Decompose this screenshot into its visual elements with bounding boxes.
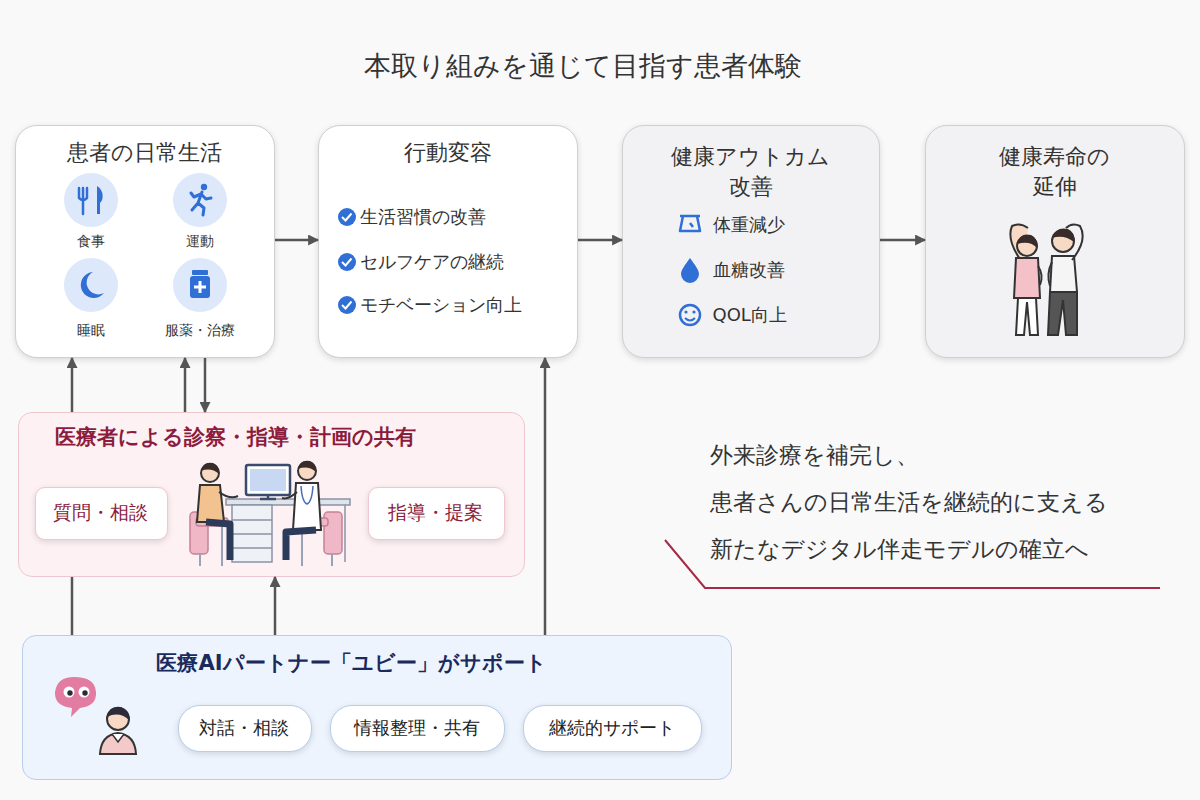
flow-arrow [71, 358, 74, 412]
icon-label: 食事 [46, 232, 136, 250]
icon-label: 運動 [155, 232, 245, 250]
outcome-item: QOL向上 [713, 303, 873, 326]
icon-label: 服薬・治療 [145, 321, 255, 339]
panel-box: 医療AIパートナー「ユビー」がサポート対話・相談情報整理・共有継続的サポート [22, 635, 732, 780]
flow-arrow [204, 358, 207, 412]
feature-pill: 情報整理・共有 [330, 705, 505, 752]
flow-arrow [544, 358, 547, 635]
check-item: モチベーション向上 [360, 293, 572, 316]
icon-label: 睡眠 [46, 321, 136, 339]
speech-bubble: 指導・提案 [368, 487, 505, 540]
box-heading: 患者の日常生活 [25, 138, 265, 167]
stage-box: 患者の日常生活食事 運動睡眠服薬・治療 [15, 125, 275, 358]
stage-box: 健康寿命の 延伸 [925, 125, 1185, 358]
box-heading: 健康寿命の 延伸 [989, 142, 1121, 202]
note-text: 外来診療を補完し、 患者さんの日常生活を継続的に支える 新たなデジタル伴走モデル… [710, 432, 1160, 573]
bubble-text: 質問・相談 [36, 500, 166, 525]
feature-pill: 継続的サポート [523, 705, 702, 752]
bubble-text: 指導・提案 [369, 500, 503, 525]
diagram-title: 本取り組みを通じて目指す患者体験 [203, 48, 963, 83]
box-heading: 健康アウトカム 改善 [665, 142, 837, 202]
pill-text: 情報整理・共有 [331, 716, 503, 739]
flow-arrow [880, 239, 925, 242]
box-heading: 行動変容 [328, 138, 568, 167]
panel-heading: 医療AIパートナー「ユビー」がサポート [72, 650, 632, 677]
feature-pill: 対話・相談 [178, 705, 312, 752]
panel-box: 医療者による診察・指導・計画の共有質問・相談 指導・提案 [18, 412, 525, 577]
pill-text: 継続的サポート [524, 716, 700, 739]
flow-arrow [274, 577, 277, 635]
pill-text: 対話・相談 [179, 716, 309, 739]
flow-arrow [578, 239, 622, 242]
speech-bubble: 質問・相談 [35, 487, 168, 540]
check-item: 生活習慣の改善 [360, 205, 572, 228]
stage-box: 行動変容生活習慣の改善セルフケアの継続モチベーション向上 [318, 125, 578, 358]
panel-heading: 医療者による診察・指導・計画の共有 [55, 424, 515, 451]
stage-box: 健康アウトカム 改善体重減少血糖改善 QOL向上 [622, 125, 880, 358]
outcome-item: 体重減少 [713, 213, 873, 236]
flow-arrow [275, 239, 318, 242]
flow-arrow [71, 577, 74, 635]
flow-arrow [184, 358, 187, 412]
outcome-item: 血糖改善 [713, 258, 873, 281]
check-item: セルフケアの継続 [360, 250, 572, 273]
